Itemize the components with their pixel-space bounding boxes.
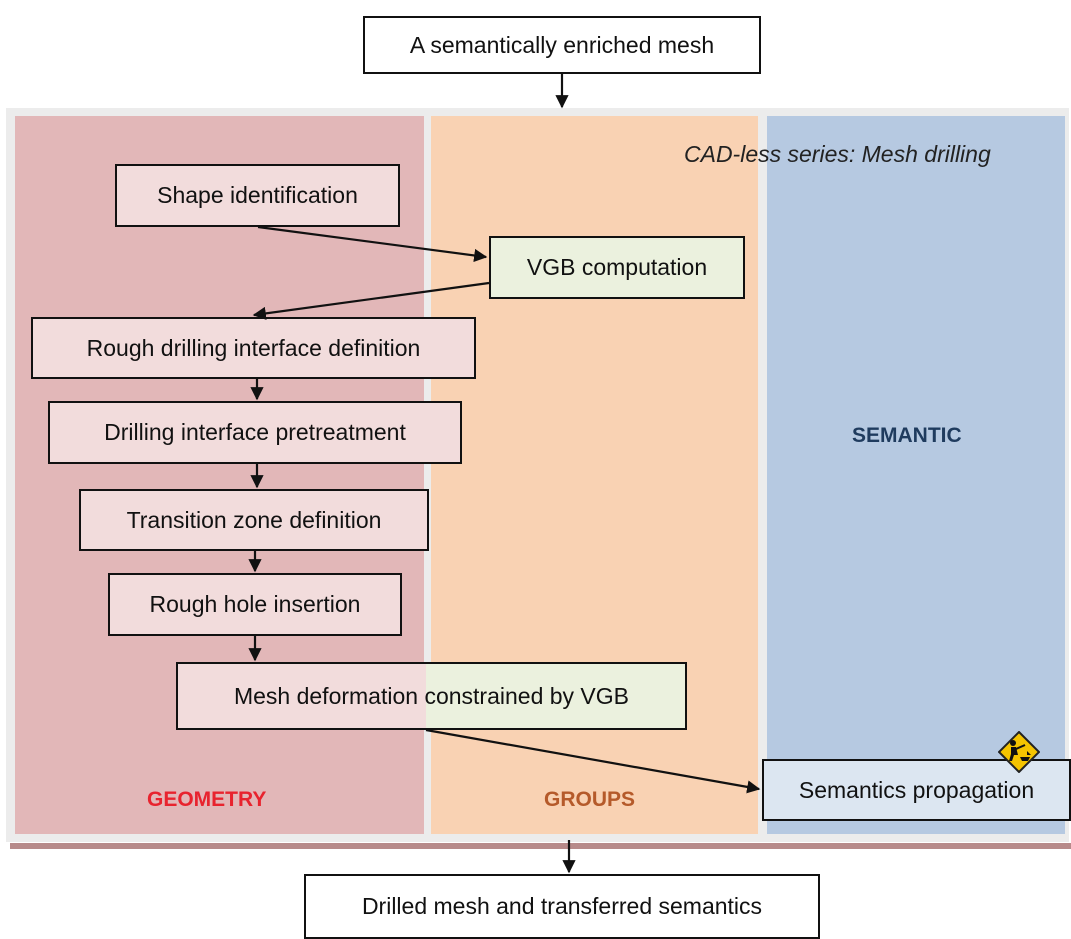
semantic-lane-label: SEMANTIC [852, 424, 962, 447]
frame-bottom-rule [10, 843, 1071, 849]
input-mesh-box: A semantically enriched mesh [363, 16, 761, 74]
step-mesh-deformation-label: Mesh deformation constrained by VGB [233, 682, 630, 709]
output-mesh-box: Drilled mesh and transferred semantics [304, 874, 820, 939]
input-mesh-label: A semantically enriched mesh [409, 31, 715, 58]
output-mesh-label: Drilled mesh and transferred semantics [361, 893, 763, 919]
step-transition-zone: Transition zone definition [79, 489, 429, 551]
arrow-vgb-to-rough-interface [252, 281, 490, 320]
step-shape-identification-label: Shape identification [157, 182, 358, 208]
step-rough-hole-insertion: Rough hole insertion [108, 573, 402, 636]
step-shape-identification: Shape identification [115, 164, 400, 227]
step-rough-hole-insertion-label: Rough hole insertion [149, 591, 361, 617]
groups-lane-label: GROUPS [544, 788, 636, 811]
step-vgb-computation: VGB computation [489, 236, 745, 299]
step-vgb-computation-label: VGB computation [526, 254, 708, 280]
step-mesh-deformation: Mesh deformation constrained by VGB [176, 662, 687, 730]
geometry-lane-label: GEOMETRY [147, 788, 267, 811]
step-interface-pretreatment: Drilling interface pretreatment [48, 401, 462, 464]
semantic-lane [767, 116, 1065, 834]
step-interface-pretreatment-label: Drilling interface pretreatment [104, 419, 406, 445]
arrow-shape-to-vgb [257, 225, 488, 262]
step-rough-drilling-interface: Rough drilling interface definition [31, 317, 476, 379]
step-semantics-propagation-label: Semantics propagation [798, 776, 1035, 803]
step-transition-zone-label: Transition zone definition [126, 506, 382, 533]
arrow-deformation-to-semantics [425, 728, 761, 794]
series-title: CAD-less series: Mesh drilling [684, 141, 991, 167]
step-rough-drilling-interface-label: Rough drilling interface definition [86, 334, 421, 361]
construction-sign-icon [998, 731, 1040, 773]
